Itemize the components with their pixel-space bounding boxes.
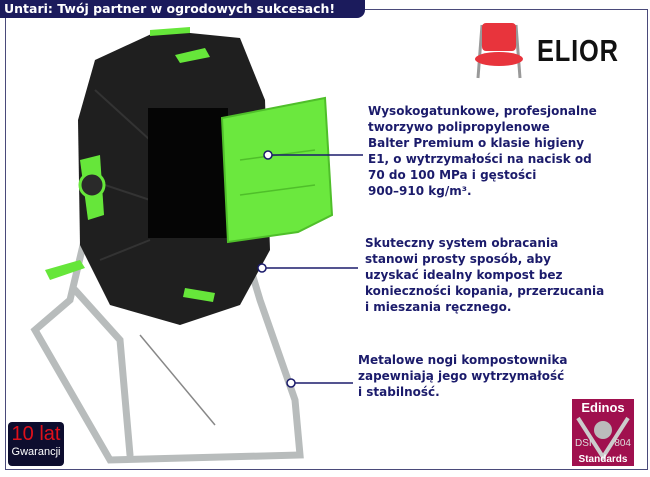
brand-logo: ELIOR [537, 33, 619, 68]
frame-line [5, 18, 6, 470]
frame-line [5, 469, 648, 470]
header-banner: Untari: Twój partner w ogrodowych sukces… [0, 0, 365, 18]
warranty-years: 10 lat [11, 423, 61, 445]
metal-legs [30, 191, 304, 464]
certificate-name: Edinos [581, 400, 625, 415]
v-check-icon [576, 416, 630, 461]
red-chair-icon [475, 23, 523, 79]
green-door [220, 96, 334, 244]
warranty-label: Gwarancji [11, 446, 61, 458]
certificate-badge: Edinos DSI 804 Standards [572, 399, 634, 466]
callout-lines [257, 150, 363, 388]
frame-line [365, 9, 647, 10]
certificate-number: 804 [614, 438, 631, 449]
frame-line [647, 9, 648, 470]
certificate-standards: Standards [578, 454, 628, 465]
certificate-dsi: DSI [575, 438, 592, 449]
feature-rotation: Skuteczny system obracania stanowi prost… [365, 236, 605, 314]
warranty-badge: 10 lat Gwarancji [8, 422, 64, 466]
feature-legs: Metalowe nogi kompostownika zapewniają j… [358, 353, 568, 399]
feature-material: Wysokogatunkowe, profesjonalne tworzywo … [368, 104, 597, 198]
